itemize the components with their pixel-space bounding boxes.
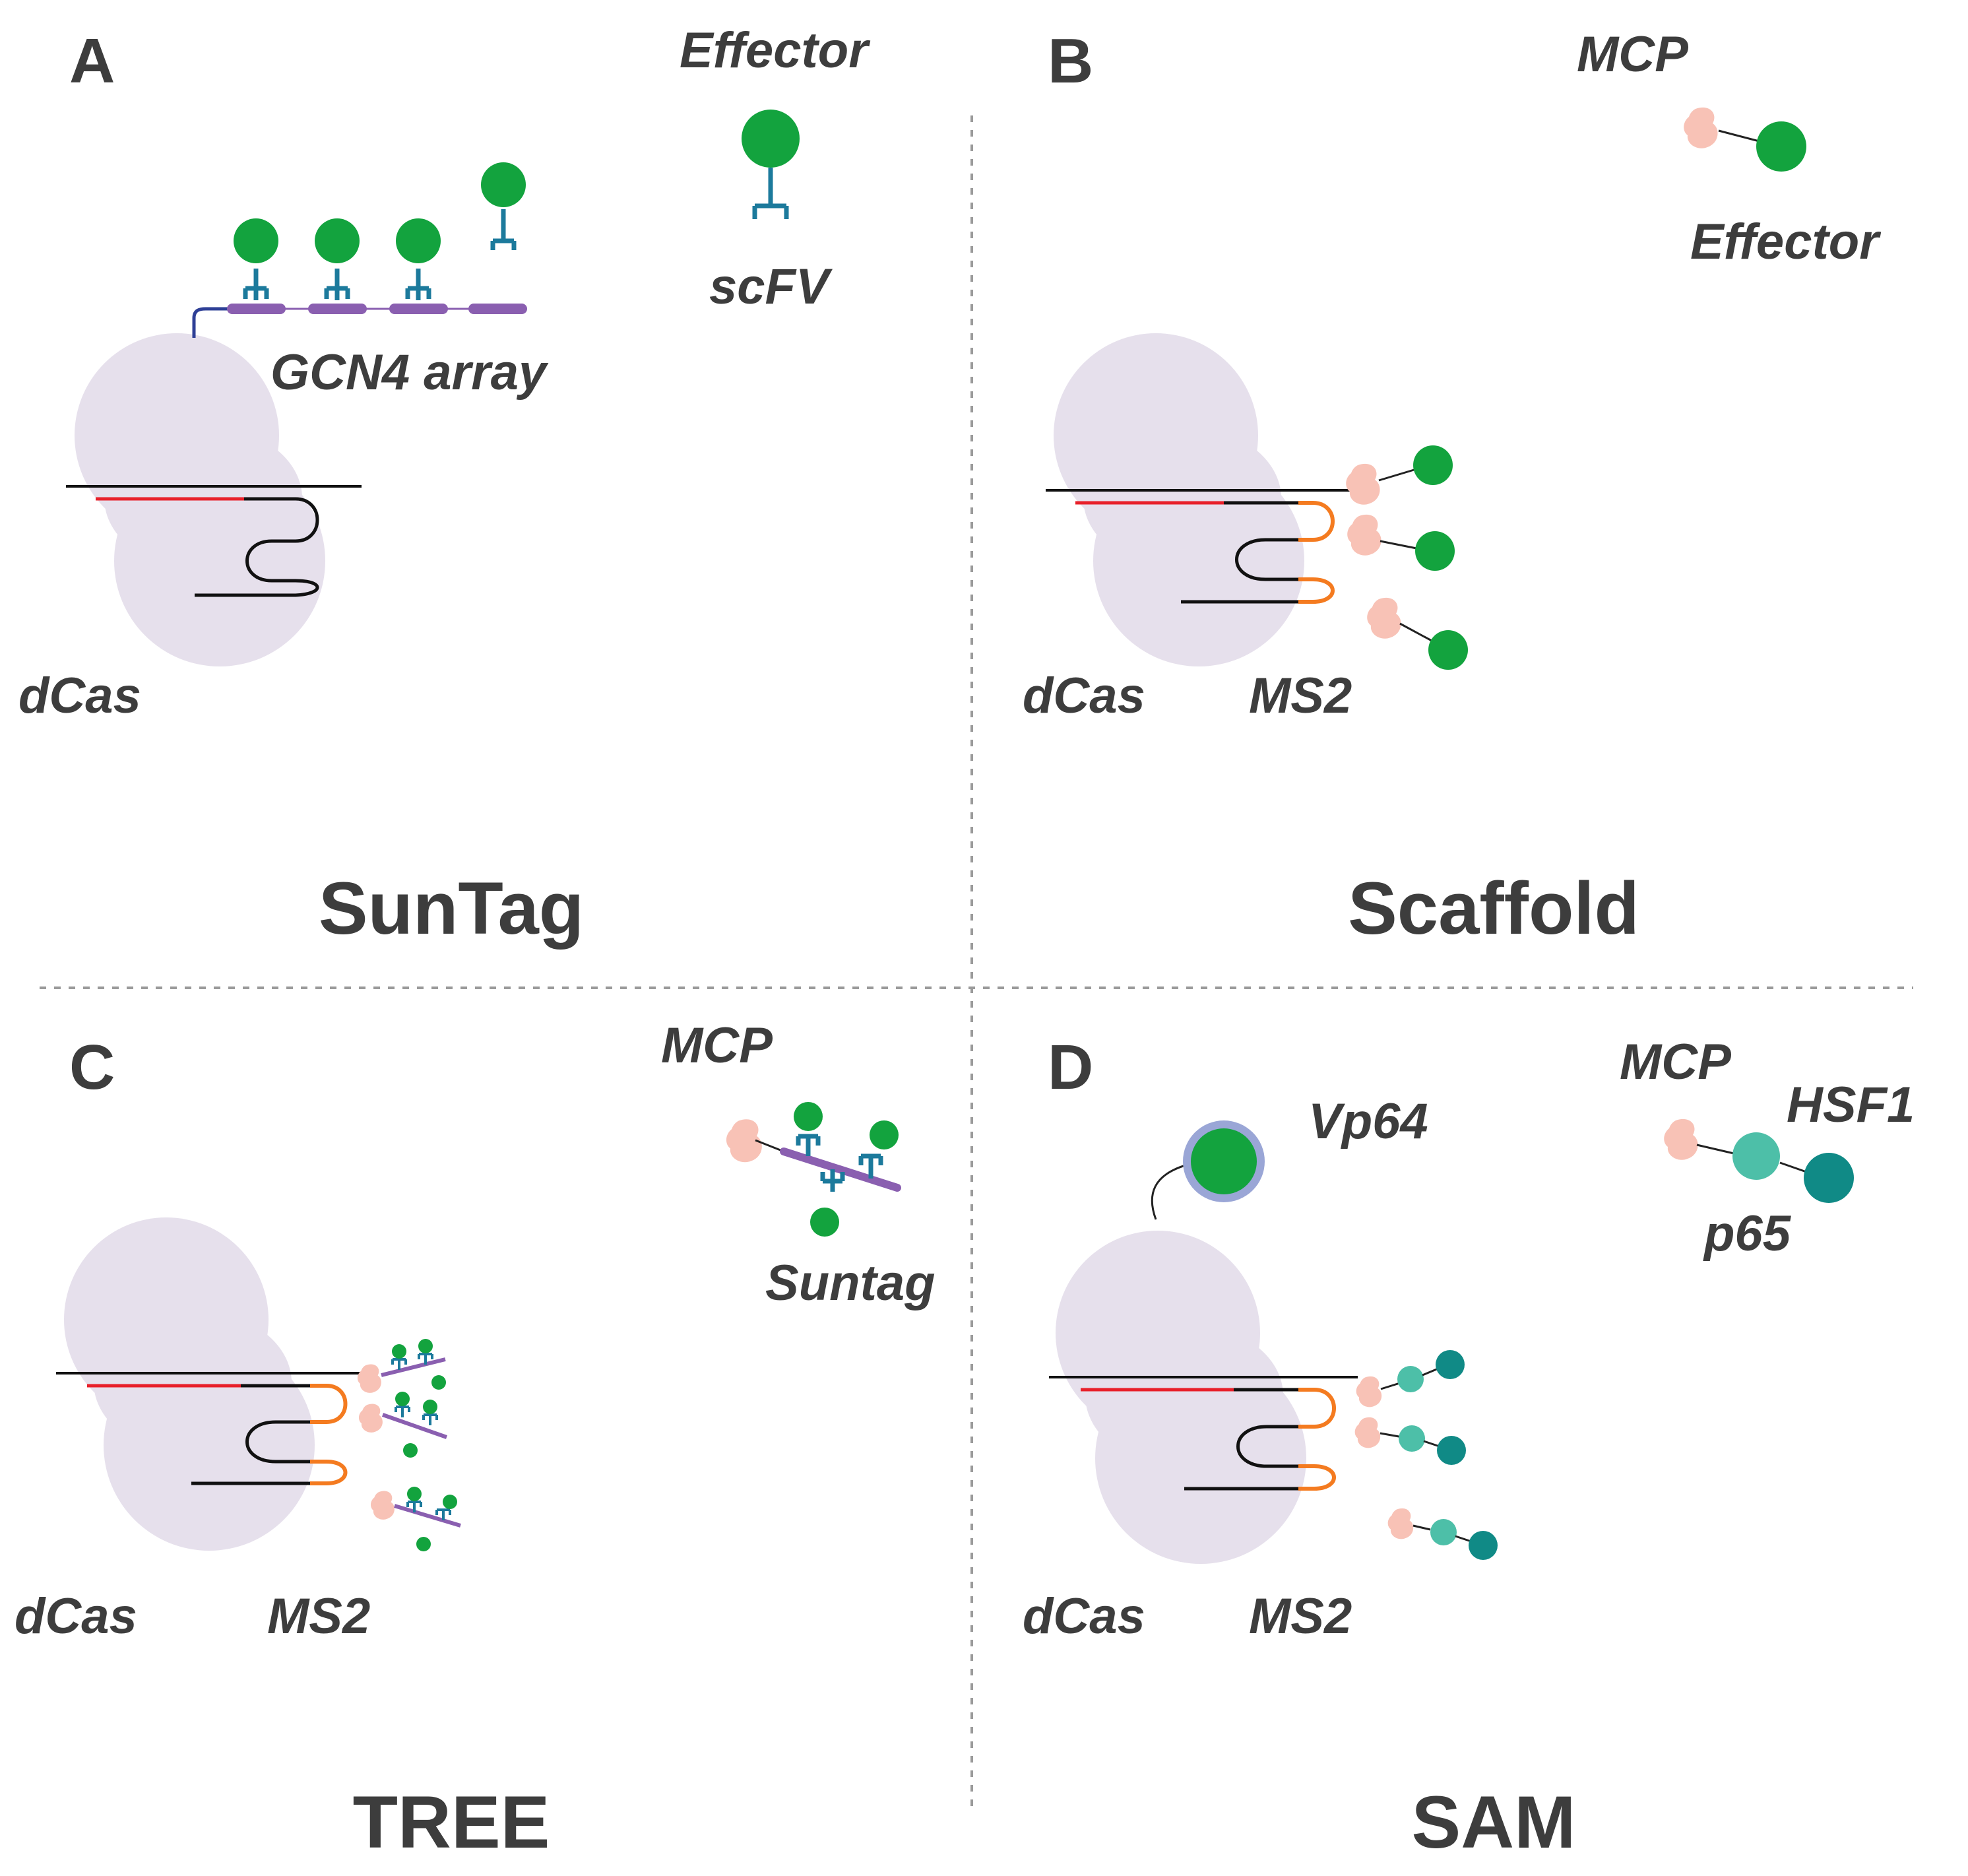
ms2-hairpins — [1298, 1388, 1336, 1491]
mcp-label: MCP — [661, 1018, 773, 1074]
ms2-label: MS2 — [267, 1588, 370, 1644]
panel-c-title: TREE — [353, 1781, 550, 1863]
dcas-protein — [1054, 333, 1304, 666]
ms2-label: MS2 — [1249, 1588, 1352, 1644]
gcn4-linker — [192, 307, 228, 338]
rna-scaffold — [1181, 501, 1298, 604]
ms2-label: MS2 — [1249, 668, 1352, 724]
vp64-label: Vp64 — [1308, 1093, 1428, 1149]
gcn4-array-label: GCN4 array — [270, 344, 549, 401]
hsf1-label: HSF1 — [1787, 1077, 1915, 1133]
dcas-protein — [1056, 1231, 1306, 1564]
bound-mcp-suntag — [357, 1339, 461, 1551]
dcas-label: dCas — [15, 1588, 137, 1644]
panel-b-title: Scaffold — [1348, 867, 1639, 950]
scfv-label: scFV — [709, 259, 833, 315]
suntag-label: Suntag — [765, 1255, 936, 1311]
bound-mcp-effectors — [1346, 445, 1468, 670]
free-mcp-suntag — [726, 1102, 901, 1237]
free-mcp-p65-hsf1 — [1664, 1118, 1854, 1203]
bound-effectors — [234, 162, 526, 300]
panel-d: D — [1023, 1032, 1915, 1863]
vp64-linker — [1151, 1163, 1188, 1220]
bound-mcp-p65-hsf1 — [1354, 1350, 1498, 1560]
mcp-label: MCP — [1577, 26, 1688, 82]
mcp-label: MCP — [1620, 1034, 1731, 1090]
p65-label: p65 — [1703, 1206, 1792, 1262]
dcas-label: dCas — [18, 668, 141, 724]
panel-c-letter: C — [69, 1032, 115, 1103]
effector-label: Effector — [1690, 214, 1882, 270]
panel-d-letter: D — [1048, 1032, 1093, 1103]
dcas-label: dCas — [1023, 668, 1145, 724]
free-mcp-effector — [1684, 107, 1806, 172]
panel-a-letter: A — [69, 26, 115, 96]
vp64-domain — [1183, 1120, 1265, 1202]
panel-d-title: SAM — [1412, 1781, 1576, 1863]
panel-c: C — [15, 1018, 936, 1863]
rna-scaffold — [191, 1384, 310, 1485]
panel-b-letter: B — [1048, 26, 1093, 96]
rna-scaffold — [1184, 1388, 1298, 1491]
dcas-label: dCas — [1023, 1588, 1145, 1644]
rna-scaffold — [195, 497, 319, 597]
panel-a-title: SunTag — [319, 867, 584, 950]
free-scfv-effector — [742, 110, 800, 219]
panel-a: A — [18, 22, 871, 950]
panel-b: B MCP Effector dCas MS2 Scaffold — [1023, 26, 1882, 950]
effector-label: Effector — [680, 22, 871, 79]
ms2-hairpins — [310, 1384, 348, 1485]
ms2-hairpins — [1298, 501, 1335, 604]
